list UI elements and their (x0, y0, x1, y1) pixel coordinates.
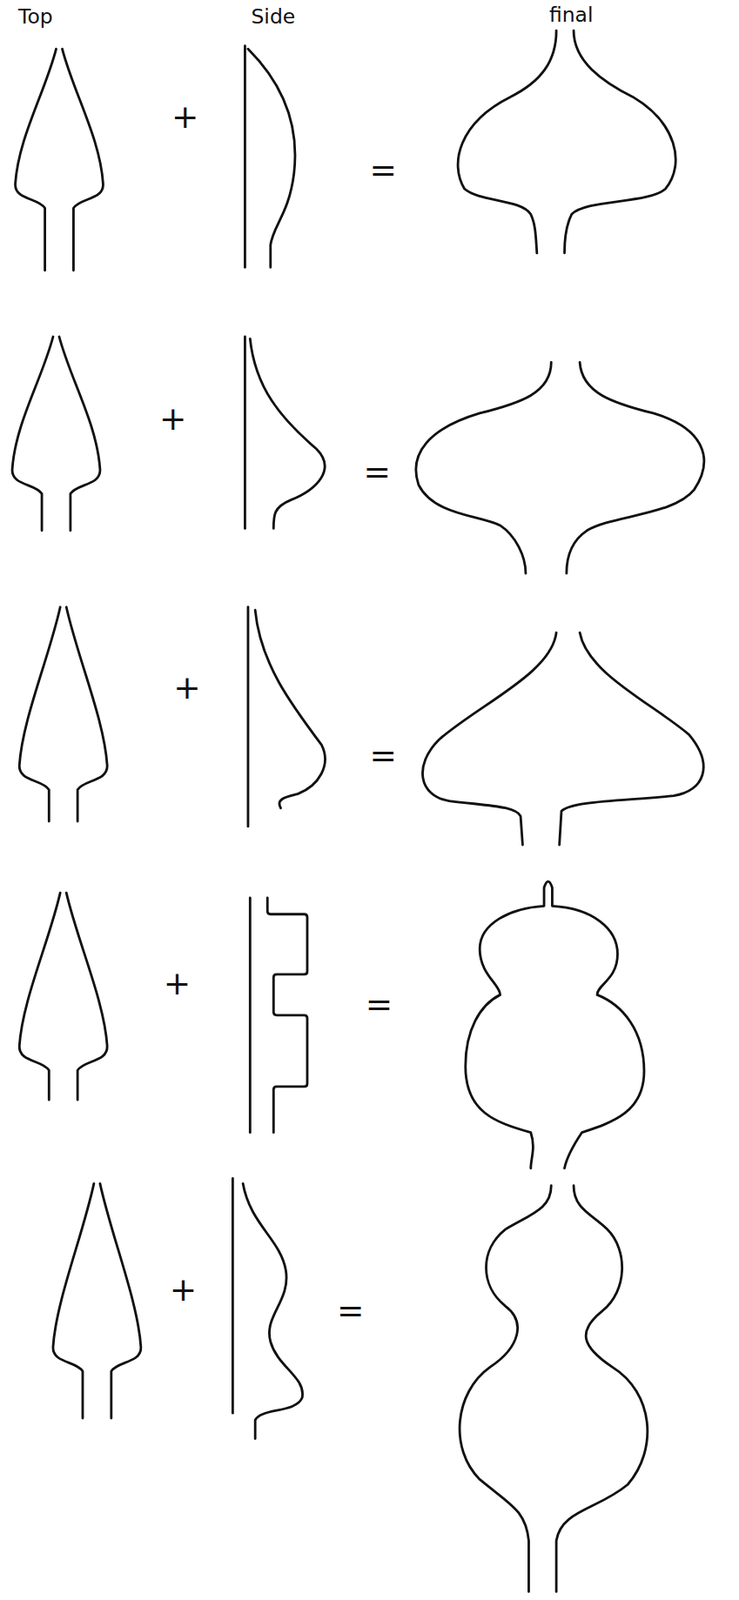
top-outline (53, 1183, 95, 1419)
top-outline (12, 336, 54, 531)
top-outline (62, 48, 104, 270)
plus-sign: + (163, 967, 191, 1002)
equals-sign: = (369, 153, 397, 187)
equals-sign: = (365, 987, 393, 1022)
top-outline (66, 607, 108, 822)
top-outline (100, 1183, 142, 1419)
top-views (12, 48, 142, 1419)
top-outline (19, 607, 61, 822)
top-outline (66, 893, 108, 1101)
plus-sign: + (173, 671, 201, 706)
equals-sign: = (369, 739, 397, 773)
column-heading: final (549, 4, 594, 25)
top-outline (59, 336, 101, 531)
plus-sign: + (169, 1274, 197, 1308)
plus-sign: + (159, 402, 187, 436)
top-outline (15, 48, 57, 270)
final-shapes (416, 30, 705, 1593)
plus-sign: + (171, 100, 199, 134)
column-heading: Side (250, 6, 296, 27)
equals-sign: = (362, 455, 390, 489)
column-heading: Top (18, 6, 54, 27)
equals-sign: = (336, 1294, 364, 1328)
side-views (232, 46, 325, 1440)
top-outline (19, 893, 61, 1101)
